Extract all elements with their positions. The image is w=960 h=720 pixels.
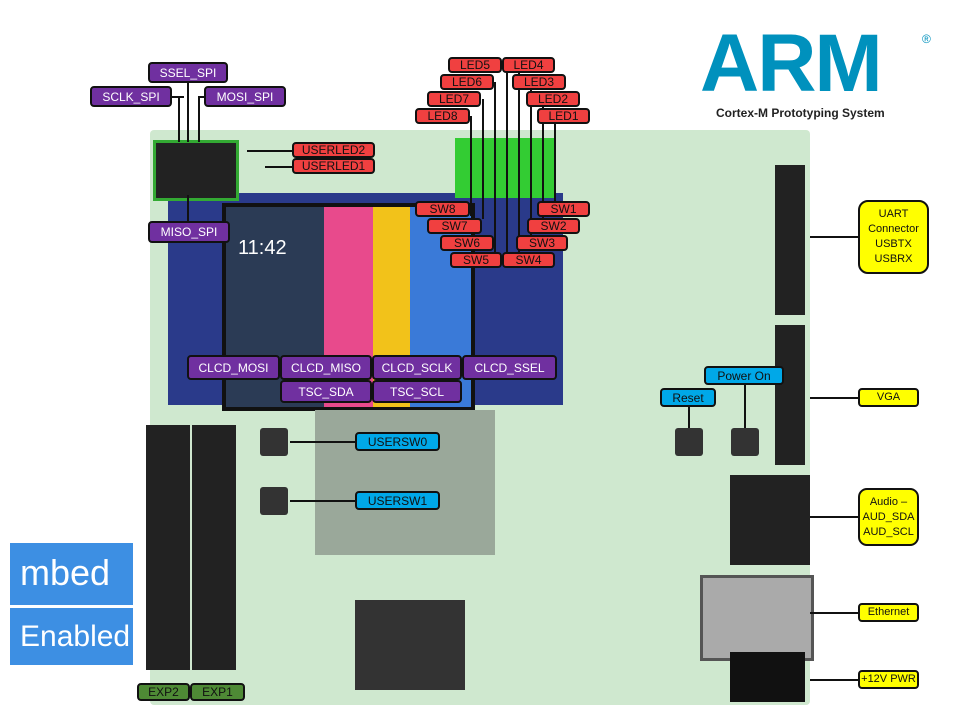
label-sw4: SW4 bbox=[502, 252, 555, 268]
uart-line: UART bbox=[878, 208, 909, 220]
label-power-on: Power On bbox=[704, 366, 784, 385]
usersw0-button[interactable] bbox=[260, 428, 288, 456]
leader-line bbox=[187, 195, 189, 221]
reset-button[interactable] bbox=[675, 428, 703, 456]
label-ethernet: Ethernet bbox=[858, 603, 919, 622]
leader-line bbox=[518, 65, 520, 255]
label-exp1: EXP1 bbox=[190, 683, 245, 701]
audio-line: AUD_SCL bbox=[863, 525, 914, 538]
label-userled1: USERLED1 bbox=[292, 158, 375, 174]
label-led7: LED7 bbox=[427, 91, 481, 107]
mbed-divider bbox=[10, 605, 133, 608]
leader-line bbox=[810, 236, 858, 238]
leader-line bbox=[810, 516, 858, 518]
leader-line bbox=[265, 166, 292, 168]
label-clcd-mosi: CLCD_MOSI bbox=[187, 355, 280, 380]
label-tsc-scl: TSC_SCL bbox=[372, 380, 462, 403]
label-sw1: SW1 bbox=[537, 201, 590, 217]
leader-line bbox=[530, 82, 532, 242]
label-reset: Reset bbox=[660, 388, 716, 407]
label-sw8: SW8 bbox=[415, 201, 470, 217]
label-led6: LED6 bbox=[440, 74, 494, 90]
label-sw3: SW3 bbox=[516, 235, 568, 251]
arm-logo: ARM bbox=[700, 18, 883, 109]
label-clcd-sclk: CLCD_SCLK bbox=[372, 355, 462, 380]
audio-line: AUD_SDA bbox=[862, 510, 915, 523]
label-usersw0: USERSW0 bbox=[355, 432, 440, 451]
uart-line: Connector bbox=[868, 223, 919, 235]
label-ssel-spi: SSEL_SPI bbox=[148, 62, 228, 83]
leader-line bbox=[247, 150, 292, 152]
leader-line bbox=[470, 116, 472, 216]
label-exp2: EXP2 bbox=[137, 683, 190, 701]
leader-line bbox=[290, 441, 355, 443]
usersw1-button[interactable] bbox=[260, 487, 288, 515]
label-led3: LED3 bbox=[512, 74, 566, 90]
label-sw5: SW5 bbox=[450, 252, 502, 268]
leader-line bbox=[688, 406, 690, 434]
ethernet-jack bbox=[700, 575, 814, 661]
leader-line bbox=[290, 500, 355, 502]
uart-line: USBTX bbox=[875, 238, 912, 250]
label-audio: Audio – AUD_SDA AUD_SCL bbox=[858, 488, 919, 546]
label-sw6: SW6 bbox=[440, 235, 494, 251]
label-clcd-ssel: CLCD_SSEL bbox=[462, 355, 557, 380]
leader-line bbox=[554, 116, 556, 211]
leader-line bbox=[187, 82, 189, 142]
audio-jacks bbox=[730, 475, 810, 565]
label-led2: LED2 bbox=[526, 91, 580, 107]
leader-line bbox=[494, 82, 496, 252]
leader-line bbox=[810, 679, 858, 681]
leader-line bbox=[810, 612, 858, 614]
label-led5: LED5 bbox=[448, 57, 502, 73]
leader-line bbox=[198, 96, 206, 98]
label-mosi-spi: MOSI_SPI bbox=[204, 86, 286, 107]
label-sclk-spi: SCLK_SPI bbox=[90, 86, 172, 107]
label-sw2: SW2 bbox=[527, 218, 580, 234]
label-led8: LED8 bbox=[415, 108, 470, 124]
uart-connector bbox=[775, 165, 805, 315]
exp2-header bbox=[146, 425, 190, 670]
gsi-chip bbox=[355, 600, 465, 690]
label-12v-power: +12V PWR bbox=[858, 670, 919, 689]
label-miso-spi: MISO_SPI bbox=[148, 221, 230, 243]
leader-line bbox=[198, 96, 200, 142]
label-usersw1: USERSW1 bbox=[355, 491, 440, 510]
label-clcd-miso: CLCD_MISO bbox=[280, 355, 372, 380]
exp1-header bbox=[192, 425, 236, 670]
leader-line bbox=[482, 99, 484, 219]
label-led1: LED1 bbox=[537, 108, 590, 124]
power-jack bbox=[730, 652, 805, 702]
label-userled2: USERLED2 bbox=[292, 142, 375, 158]
leader-line bbox=[810, 397, 858, 399]
vga-connector bbox=[775, 325, 805, 465]
power-button[interactable] bbox=[731, 428, 759, 456]
registered-mark: ® bbox=[922, 32, 931, 46]
mbed-enabled-logo: mbed Enabled bbox=[10, 543, 133, 665]
mbed-text: mbed bbox=[20, 552, 111, 593]
label-sw7: SW7 bbox=[427, 218, 482, 234]
spi-header bbox=[153, 140, 239, 201]
leader-line bbox=[744, 384, 746, 434]
screen-time: 11:42 bbox=[238, 237, 287, 259]
uart-line: USBRX bbox=[874, 253, 913, 265]
audio-line: Audio – bbox=[869, 495, 908, 508]
leader-line bbox=[506, 65, 508, 255]
leader-line bbox=[542, 99, 544, 224]
label-led4: LED4 bbox=[502, 57, 555, 73]
label-tsc-sda: TSC_SDA bbox=[280, 380, 372, 403]
arm-subtitle: Cortex-M Prototyping System bbox=[716, 106, 885, 120]
enabled-text: Enabled bbox=[20, 620, 131, 653]
label-vga: VGA bbox=[858, 388, 919, 407]
leader-line bbox=[178, 96, 180, 142]
